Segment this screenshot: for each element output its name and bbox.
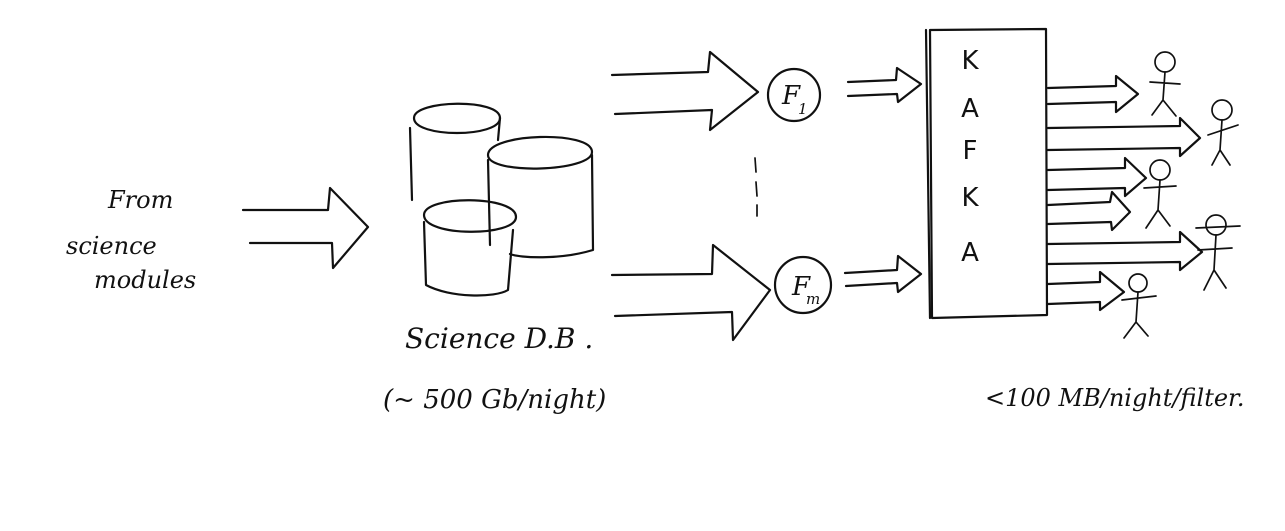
- database-label: Science D.B .: [405, 322, 594, 355]
- source-label-line-1: From: [108, 186, 174, 214]
- kafka-letter-3: F: [962, 136, 978, 166]
- consumer-4-icon: [1195, 214, 1241, 291]
- database-cylinders-icon: [408, 102, 595, 297]
- kafka-box: [924, 27, 1049, 320]
- filter-1-circle: [766, 67, 822, 123]
- consumer-3-icon: [1143, 159, 1177, 229]
- source-to-db-arrow: [241, 186, 370, 270]
- filter-m-to-kafka-arrow: [843, 254, 923, 294]
- source-label-line-2: science: [66, 232, 157, 260]
- filter-1-label: F: [781, 81, 801, 111]
- source-label-line-3: modules: [94, 266, 197, 294]
- consumer-1-icon: [1149, 51, 1181, 117]
- output-rate-label: <100 MB/night/filter.: [985, 384, 1245, 412]
- db-to-filter-m-arrow: [610, 243, 772, 342]
- database-volume: (~ 500 Gb/night): [383, 385, 607, 415]
- ellipsis-icon: [754, 157, 758, 217]
- filter-m-subscript: m: [806, 290, 820, 308]
- filter-m-label: F: [791, 272, 811, 302]
- consumer-2-icon: [1207, 99, 1239, 166]
- filter-1-subscript: 1: [798, 100, 808, 118]
- filter-1-to-kafka-arrow: [846, 66, 923, 104]
- kafka-letter-5: A: [961, 238, 979, 268]
- kafka-letter-4: K: [961, 183, 979, 213]
- filter-m-circle: [773, 255, 833, 315]
- kafka-letter-2: A: [961, 94, 979, 124]
- kafka-output-arrows: [1046, 74, 1204, 312]
- db-to-filter-1-arrow: [610, 50, 760, 132]
- kafka-letter-1: K: [961, 46, 979, 76]
- consumer-5-icon: [1121, 273, 1157, 339]
